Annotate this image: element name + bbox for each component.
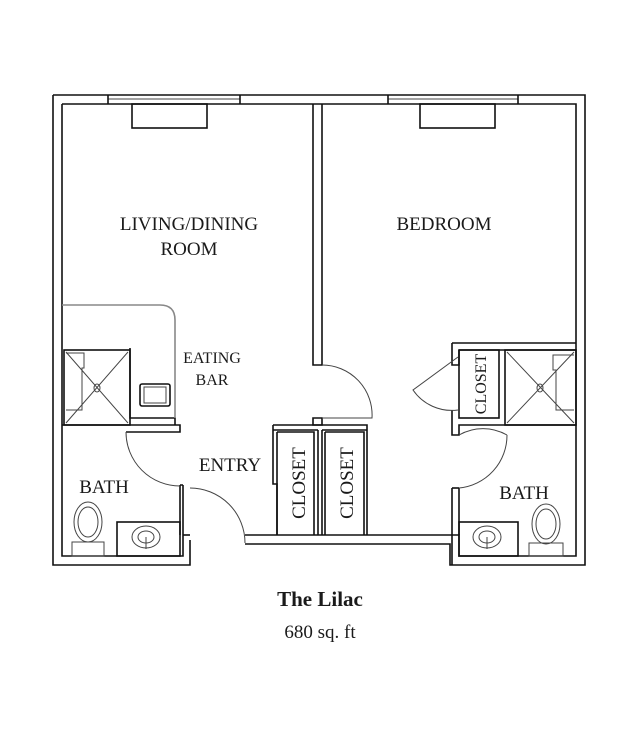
eating-bar-label-line2: BAR — [196, 372, 229, 389]
sink-left — [116, 521, 181, 557]
plan-area: 680 sq. ft — [284, 622, 356, 643]
closet-label-3: CLOSET — [473, 354, 490, 415]
walls — [52, 94, 586, 566]
toilet-right — [528, 503, 564, 557]
living-label-line1: LIVING/DINING — [120, 214, 259, 235]
bath-left-label: BATH — [79, 477, 129, 498]
door-swings — [125, 356, 508, 544]
sink-right — [458, 521, 519, 557]
bath-right-label: BATH — [499, 483, 549, 504]
entry-label: ENTRY — [199, 455, 262, 476]
shower-right — [504, 349, 577, 426]
bedroom-label: BEDROOM — [396, 214, 491, 235]
fixtures — [63, 349, 577, 557]
living-label-line2: ROOM — [160, 239, 217, 260]
counter-eating-bar — [62, 304, 176, 418]
plan-title: The Lilac — [277, 587, 363, 611]
eating-bar-label-line1: EATING — [183, 350, 241, 367]
room-labels: LIVING/DINING ROOM BEDROOM EATING BAR EN… — [79, 214, 549, 519]
closet-label-2: CLOSET — [337, 447, 358, 519]
toilet-left — [71, 501, 105, 557]
closet-label-1: CLOSET — [289, 447, 310, 519]
shower-left — [63, 349, 131, 426]
